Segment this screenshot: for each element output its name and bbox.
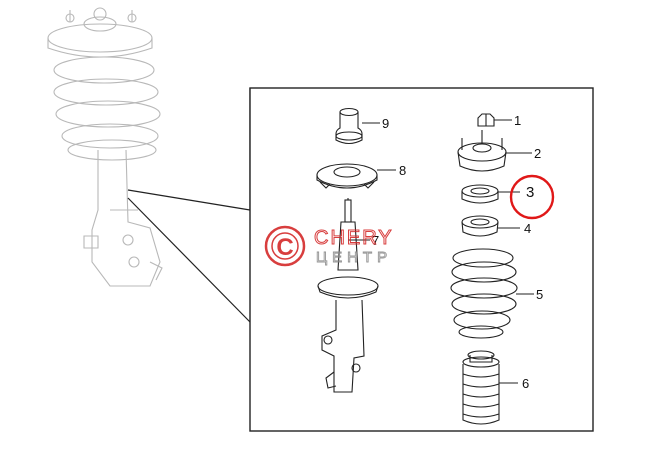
bearing-part: [461, 184, 499, 204]
nut-part: [477, 113, 495, 127]
watermark: C CHERY ЦЕНТР: [264, 225, 394, 267]
spring-pad-part: [461, 215, 499, 237]
watermark-line1: CHERY: [314, 227, 394, 249]
highlight-circle: [509, 174, 555, 220]
callout-label-5: 5: [536, 287, 543, 302]
callout-label-8: 8: [399, 163, 406, 178]
callout-label-3: 3: [526, 184, 534, 201]
callout-label-1: 1: [514, 113, 521, 128]
callout-label-4: 4: [524, 221, 531, 236]
callout-label-9: 9: [382, 116, 389, 131]
bump-stop-part: [335, 107, 363, 145]
strut-assembly-overview: [47, 7, 163, 287]
callout-label-2: 2: [534, 146, 541, 161]
detail-box: [249, 87, 594, 432]
callout-label-6: 6: [522, 376, 529, 391]
shock-absorber-part: [317, 198, 379, 393]
callout-leader-lower: [127, 197, 251, 323]
top-mount-part: [457, 130, 507, 172]
watermark-logo-letter: C: [276, 234, 293, 261]
dust-boot-part: [462, 350, 500, 425]
callout-leader: [127, 88, 251, 211]
spring-seat-part: [316, 163, 378, 189]
callout-label-7: 7: [372, 233, 379, 248]
watermark-line2: ЦЕНТР: [316, 249, 392, 266]
watermark-logo: C: [264, 225, 306, 267]
coil-spring-part: [450, 248, 518, 339]
